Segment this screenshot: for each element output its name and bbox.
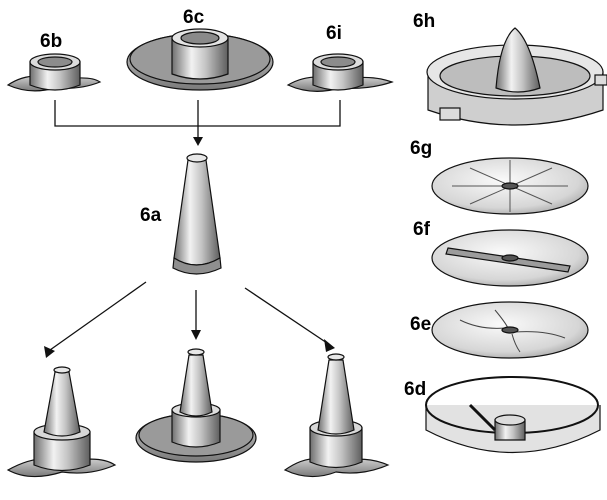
whisk-attachment-6i (286, 53, 394, 92)
blade-attachment-6b (6, 53, 102, 92)
slicing-disc-6f (431, 229, 589, 287)
shredding-disc-6e (431, 301, 589, 359)
label-6e: 6e (410, 314, 432, 335)
disc-holder-6d (425, 376, 601, 454)
arrowheads (44, 137, 335, 358)
label-6d: 6d (404, 379, 427, 400)
label-6g: 6g (410, 138, 433, 159)
label-6c: 6c (183, 7, 205, 28)
label-6b: 6b (40, 31, 63, 52)
grating-disc-6g (431, 157, 589, 215)
assembly-shaft-with-disc (135, 348, 257, 463)
assembly-shaft-with-whisk (283, 353, 390, 478)
label-6i: 6i (326, 23, 342, 44)
emulsifying-disc-6c (126, 28, 274, 91)
drive-shaft-6a (172, 153, 222, 275)
connector-lines (49, 100, 341, 351)
label-6a: 6a (140, 205, 162, 226)
label-6h: 6h (413, 11, 436, 32)
label-6f: 6f (413, 219, 430, 240)
assembly-shaft-with-blade (6, 366, 117, 478)
citrus-press-6h (426, 27, 607, 126)
